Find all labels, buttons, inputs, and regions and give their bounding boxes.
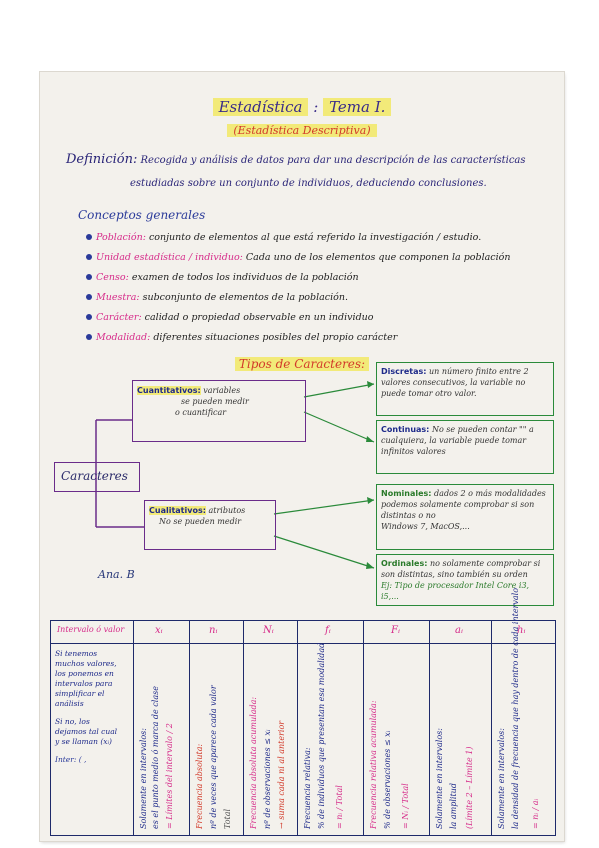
- fi-note-b: % de individuos que presentan esa modali…: [317, 642, 326, 829]
- Fi-note-c: = Nᵢ / Total: [401, 783, 410, 829]
- header-ni: nᵢ: [209, 625, 218, 636]
- table-column-ni: [189, 621, 244, 835]
- ai-note-a: Solamente en intervalos:: [435, 728, 444, 829]
- Ni-note-a: Frecuencia absoluta acumulada:: [249, 696, 258, 829]
- title-separator: :: [313, 98, 319, 116]
- page-subtitle: (Estadística Descriptiva): [40, 124, 564, 137]
- Ni-note-b: nº de observaciones ≤ xᵢ: [263, 729, 272, 829]
- xi-note-b: es el punto medio ó marca de clase: [151, 686, 160, 829]
- frequency-table: Intervalo ó valor xᵢ nᵢ Nᵢ fᵢ Fᵢ aᵢ hᵢ S…: [50, 588, 556, 836]
- concepts-title: Conceptos generales: [78, 208, 206, 222]
- ordinales-label: Ordinales:: [381, 559, 428, 568]
- concept-item: Unidad estadística / individuo: Cada uno…: [86, 252, 511, 263]
- arrow-discreta: [303, 383, 375, 398]
- xi-note-a: Solamente en intervalos:: [139, 728, 148, 829]
- title-left: Estadística: [212, 98, 309, 116]
- box-discretas: Discretas: un número finito entre 2 valo…: [376, 362, 554, 416]
- bullet-icon: [86, 294, 92, 300]
- header-Ni: Nᵢ: [263, 625, 274, 636]
- concept-item: Población: conjunto de elementos al que …: [86, 232, 481, 243]
- ni-note-b: nº de veces que aparece cada valor: [209, 685, 218, 829]
- definition-label: Definición:: [66, 152, 138, 167]
- box-cuantitativos: Cuantitativos: variables se pueden medir…: [132, 380, 306, 442]
- fi-note-a: Frecuencia relativa:: [303, 747, 312, 829]
- bullet-icon: [86, 334, 92, 340]
- table-column-xi: [133, 621, 190, 835]
- arrow-ordinal: [273, 535, 375, 569]
- concept-item: Carácter: calidad o propiedad observable…: [86, 312, 374, 323]
- definition-text-1: Recogida y análisis de datos para dar un…: [140, 155, 526, 166]
- table-column-Fi: [363, 621, 430, 835]
- box-nominales: Nominales: dados 2 o más modalidades pod…: [376, 484, 554, 550]
- ni-note-c: Total: [223, 808, 232, 829]
- box-continuas: Continuas: No se pueden contar "" a cual…: [376, 420, 554, 474]
- tipos-title: Tipos de Caracteres:: [40, 357, 564, 371]
- hi-note-b: la densidad de frecuencia que hay dentro…: [511, 587, 520, 829]
- table-column-fi: [297, 621, 364, 835]
- Fi-note-a: Frecuencia relativa acumulada:: [369, 700, 378, 829]
- bullet-icon: [86, 274, 92, 280]
- arrowhead-icon: [366, 562, 374, 569]
- cuantitativos-label: Cuantitativos:: [137, 386, 201, 395]
- bullet-icon: [86, 234, 92, 240]
- table-column-Ni: [243, 621, 298, 835]
- box-ordinales: Ordinales: no solamente comprobar si son…: [376, 554, 554, 606]
- nominales-label: Nominales:: [381, 489, 432, 498]
- ai-note-b: la amplitud: [449, 783, 458, 829]
- notebook-page: Estadística : Tema I. (Estadística Descr…: [40, 72, 564, 841]
- title-right: Tema I.: [323, 98, 392, 116]
- Ni-note-c: → suma cada ni al anterior: [277, 720, 286, 829]
- signature: Ana. B: [98, 568, 135, 581]
- page-title: Estadística : Tema I.: [40, 98, 564, 116]
- diagram-connectors: [95, 381, 375, 569]
- table-column-intervalo: [51, 621, 134, 835]
- xi-note-c: = Límites del intervalo / 2: [165, 723, 174, 829]
- intervalo-notes: Si tenemos muchos valores, los ponemos e…: [55, 649, 118, 764]
- arrow-nominal: [273, 499, 375, 515]
- concept-item: Muestra: subconjunto de elementos de la …: [86, 292, 348, 303]
- definition-line-2: estudiadas sobre un conjunto de individu…: [130, 178, 487, 189]
- header-Fi: Fᵢ: [391, 625, 400, 636]
- hi-note-a: Solamente en intervalos:: [497, 728, 506, 829]
- header-fi: fᵢ: [325, 625, 331, 636]
- continuas-label: Continuas:: [381, 425, 430, 434]
- bullet-icon: [86, 314, 92, 320]
- concept-item: Censo: examen de todos los individuos de…: [86, 272, 359, 283]
- box-caracteres: Caracteres: [54, 462, 140, 492]
- arrowhead-icon: [367, 381, 374, 388]
- table-header: [51, 621, 555, 644]
- header-xi: xᵢ: [155, 625, 163, 636]
- ni-note-a: Frecuencia absoluta:: [195, 743, 204, 829]
- table-column-ai: [429, 621, 492, 835]
- Fi-note-b: % de observaciones ≤ xᵢ: [383, 730, 392, 829]
- bullet-icon: [86, 254, 92, 260]
- cualitativos-label: Cualitativos:: [149, 506, 206, 515]
- hi-note-c: = nᵢ / aᵢ: [531, 798, 540, 829]
- arrowhead-icon: [367, 497, 374, 504]
- arrowhead-icon: [366, 436, 374, 442]
- definition-line-1: Definición: Recogida y análisis de datos…: [66, 152, 526, 167]
- box-cualitativos: Cualitativos: atributos No se pueden med…: [144, 500, 276, 550]
- header-ai: aᵢ: [455, 625, 463, 636]
- fi-note-c: = nᵢ / Total: [335, 785, 344, 829]
- concept-item: Modalidad: diferentes situaciones posibl…: [86, 332, 397, 343]
- arrow-continua: [303, 411, 375, 443]
- header-intervalo: Intervalo ó valor: [57, 625, 125, 634]
- header-hi: hᵢ: [517, 625, 526, 636]
- discretas-label: Discretas:: [381, 367, 427, 376]
- ai-note-c: (Límite 2 – Límite 1): [465, 746, 474, 829]
